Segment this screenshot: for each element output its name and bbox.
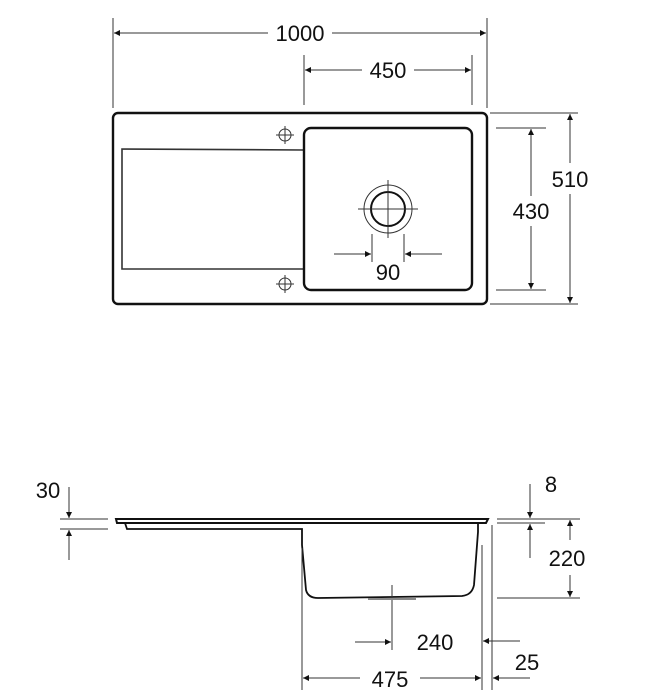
svg-text:220: 220 <box>549 546 586 571</box>
svg-text:240: 240 <box>417 630 454 655</box>
top-view: 1000 450 430 510 <box>111 18 589 306</box>
dimension-bowl-length: 475 <box>301 545 483 692</box>
side-view: 30 8 220 240 475 <box>36 472 586 692</box>
svg-text:475: 475 <box>372 667 409 692</box>
dimension-bowl-width: 450 <box>303 55 473 105</box>
drainer-area <box>121 148 304 270</box>
tap-hole-mark-icon <box>276 275 294 293</box>
dimension-drain-diameter: 90 <box>334 234 442 285</box>
sink-profile <box>114 518 490 524</box>
dimension-rim-thickness: 8 <box>497 472 557 558</box>
dimension-rim-offset: 30 <box>36 478 108 560</box>
svg-text:430: 430 <box>513 199 550 224</box>
svg-text:25: 25 <box>515 650 539 675</box>
tap-hole-mark-icon <box>276 126 294 144</box>
bowl-outline <box>302 126 474 292</box>
sink-outline <box>111 111 489 306</box>
dimension-bowl-depth: 430 <box>496 127 550 291</box>
dimension-overall-width: 1000 <box>112 18 488 108</box>
dimension-edge-offset: 25 <box>483 525 539 690</box>
svg-text:90: 90 <box>376 260 400 285</box>
svg-text:510: 510 <box>552 167 589 192</box>
drain-icon <box>358 180 418 238</box>
dimension-bowl-height: 220 <box>497 518 586 599</box>
svg-text:8: 8 <box>545 472 557 497</box>
dimension-overall-depth: 510 <box>490 112 589 305</box>
svg-text:450: 450 <box>370 58 407 83</box>
drainer-underside <box>124 522 479 599</box>
svg-text:1000: 1000 <box>276 21 325 46</box>
dimension-drain-offset: 240 <box>355 630 453 655</box>
svg-text:30: 30 <box>36 478 60 503</box>
